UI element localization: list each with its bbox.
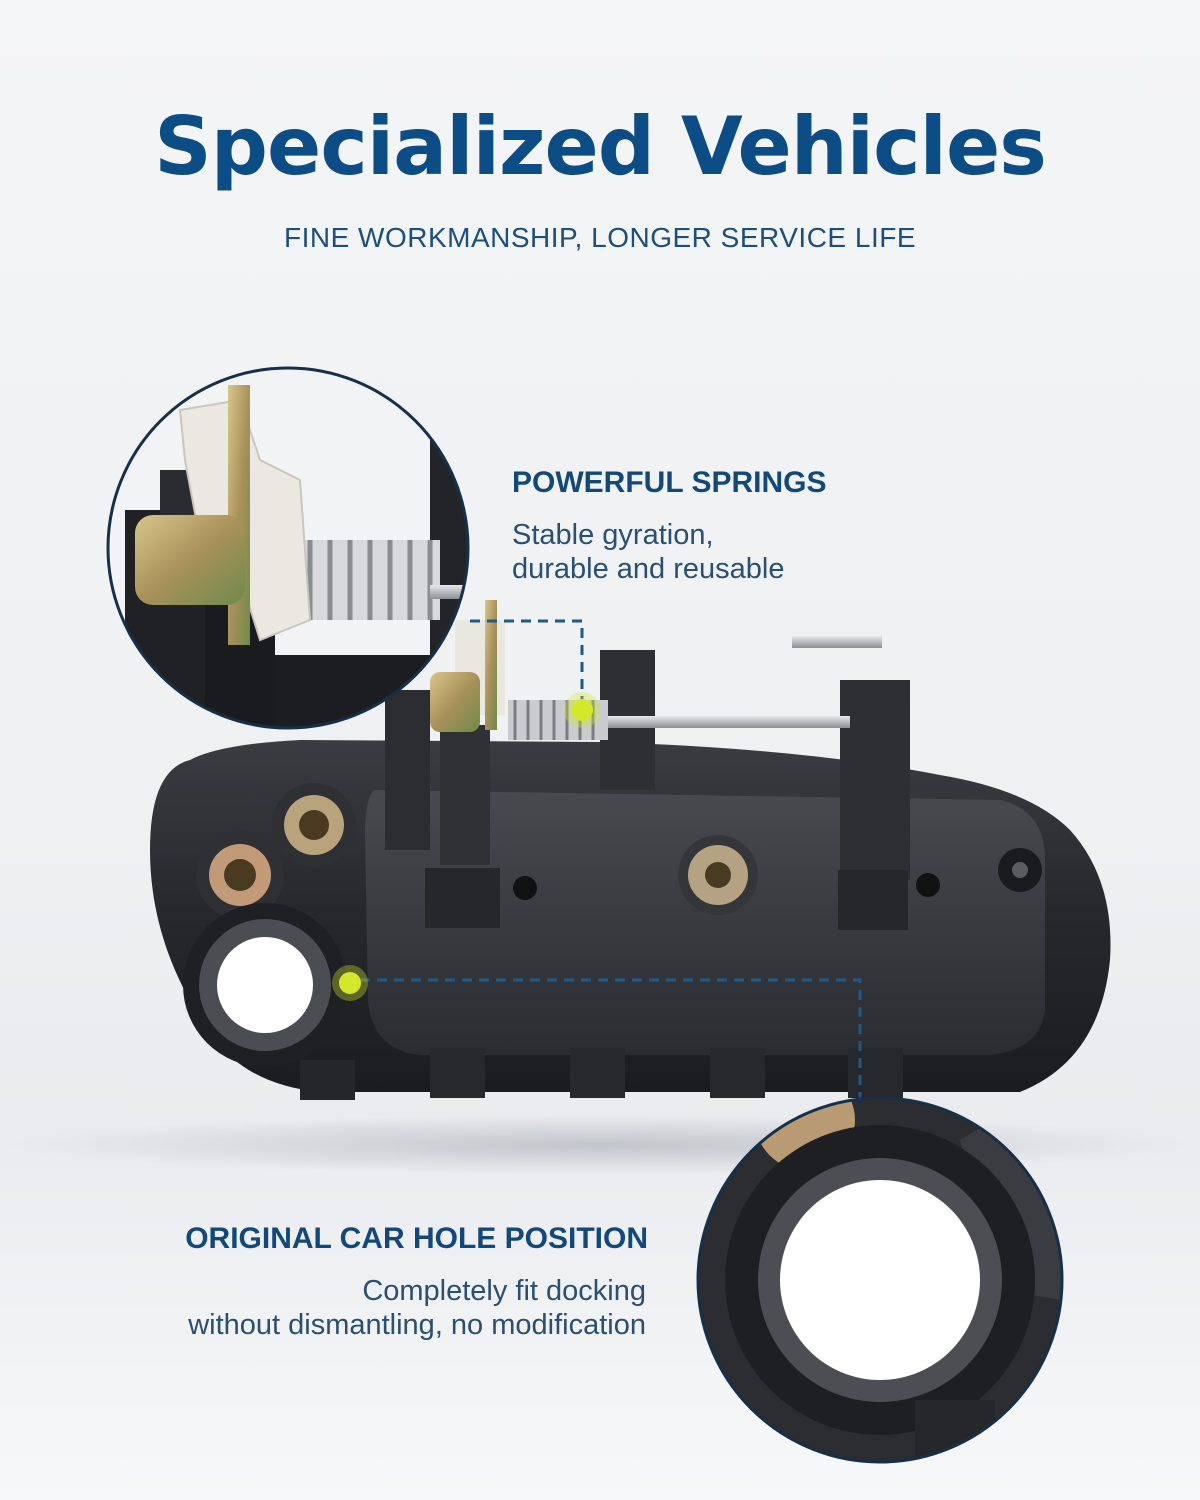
feature-desc-line: without dismantling, no modification xyxy=(188,1309,646,1341)
callout-lines xyxy=(360,619,862,1100)
callout-dot-spring xyxy=(571,699,593,721)
feature-title-hole-position: ORIGINAL CAR HOLE POSITION xyxy=(185,1222,648,1255)
feature-desc-line: Stable gyration, xyxy=(512,519,714,551)
page-subtitle: FINE WORKMANSHIP, LONGER SERVICE LIFE xyxy=(283,222,917,253)
door-handle-part xyxy=(150,600,1111,1100)
page-title: Specialized Vehicles xyxy=(154,100,1047,193)
feature-title-springs: POWERFUL SPRINGS xyxy=(512,466,827,499)
zoom-circle-hole xyxy=(696,1096,1064,1464)
feature-desc-hole-position: Completely fit docking without dismantli… xyxy=(60,1274,646,1342)
spring-small xyxy=(508,700,608,740)
feature-desc-springs: Stable gyration, durable and reusable xyxy=(512,518,932,586)
feature-desc-line: Completely fit docking xyxy=(362,1275,646,1307)
feature-desc-line: durable and reusable xyxy=(512,553,785,585)
callout-dot-hole xyxy=(339,972,361,994)
